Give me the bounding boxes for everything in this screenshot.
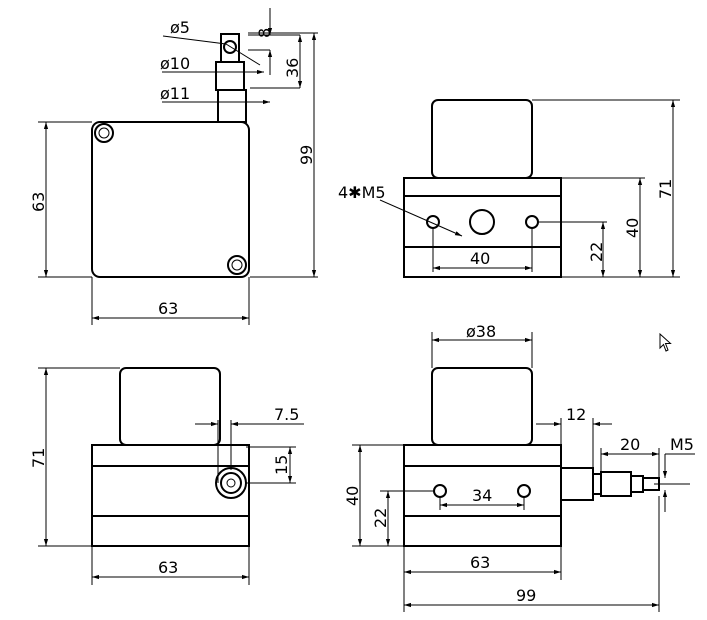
thread-m5-label: M5 (670, 435, 694, 454)
dim-12-label: 12 (566, 405, 586, 424)
connector-body (215, 61, 245, 91)
top-view: ø5 ø10 ø11 8 36 99 63 63 (29, 8, 318, 325)
dim-34-label: 34 (472, 486, 492, 505)
dim-63-label: 63 (470, 553, 490, 572)
mount-hole-left (426, 215, 440, 229)
dim-8-label: 8 (255, 28, 274, 38)
pin-hole (223, 40, 237, 54)
dim-20-label: 20 (620, 435, 640, 454)
end-mount-hole-left (433, 484, 447, 498)
end-mount-hole-right (517, 484, 531, 498)
dim-7-5-label: 7.5 (274, 405, 299, 424)
dim-71-label: 71 (656, 179, 675, 199)
dim-22-label: 22 (587, 242, 606, 262)
thread-label: 4✱M5 (338, 183, 386, 202)
dim-63-height-label: 63 (29, 192, 48, 212)
side-view: 7.5 15 71 63 (29, 367, 304, 585)
drum-housing (431, 99, 533, 179)
dim-15-label: 15 (272, 455, 291, 475)
dia-5-label: ø5 (170, 18, 190, 37)
side-body (91, 444, 250, 547)
dim-99-label: 99 (516, 586, 536, 605)
end-view: ø38 12 20 M5 40 22 34 63 99 (343, 322, 695, 612)
dia-38-label: ø38 (466, 322, 496, 341)
front-view: 4✱M5 40 22 40 71 (338, 99, 680, 278)
mount-hole-right (525, 215, 539, 229)
dim-22-label: 22 (371, 508, 390, 528)
dim-40-label: 40 (343, 486, 362, 506)
front-body (403, 177, 562, 278)
clevis (220, 33, 240, 63)
center-hole (469, 209, 495, 235)
shaft-base (217, 89, 247, 123)
rod-end (600, 471, 632, 497)
screw-head-top-left (94, 123, 114, 143)
mouse-cursor-icon (659, 333, 672, 352)
outlet-boss (560, 467, 594, 501)
side-drum-housing (119, 367, 221, 446)
dim-99-label: 99 (297, 145, 316, 165)
dim-36-label: 36 (283, 58, 302, 78)
screw-head-bottom-right (227, 255, 247, 275)
top-view-body (91, 121, 250, 278)
dia-11-label: ø11 (160, 84, 190, 103)
dim-40-height-label: 40 (623, 218, 642, 238)
end-drum-housing (431, 367, 533, 446)
dia-10-label: ø10 (160, 54, 190, 73)
dim-63-width-label: 63 (158, 299, 178, 318)
dim-40-spacing-label: 40 (470, 249, 490, 268)
dim-71-label: 71 (29, 448, 48, 468)
dim-63-label: 63 (158, 558, 178, 577)
